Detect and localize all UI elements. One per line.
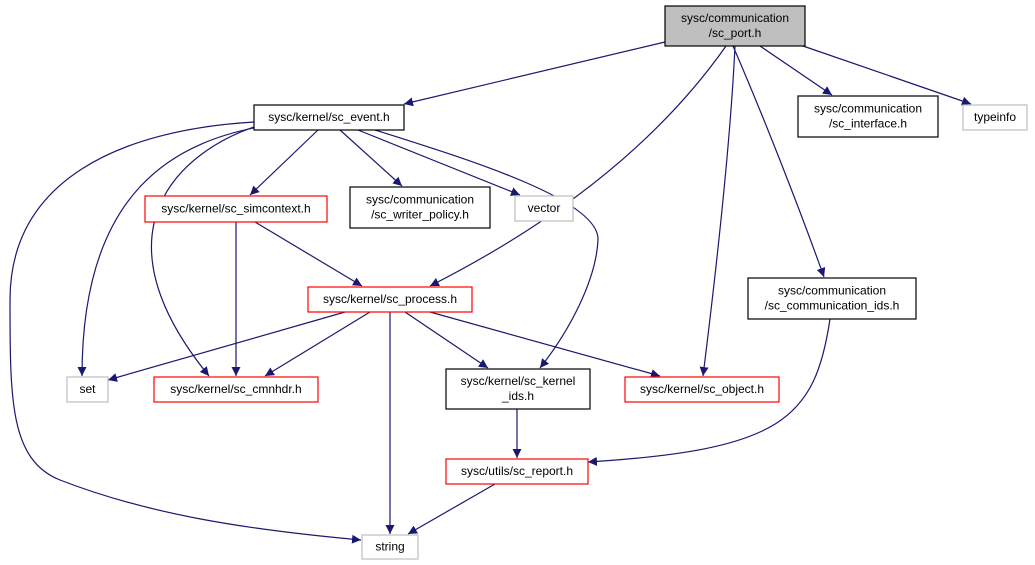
node-sc_writer_policy[interactable]: sysc/communication/sc_writer_policy.h (349, 186, 491, 229)
node-box-sc_report (445, 458, 589, 485)
edge-sc_process-to-set (107, 311, 346, 382)
nodes-layer: sysc/communication/sc_port.h sysc/kernel/… (66, 5, 1028, 560)
node-box-typeinfo (962, 104, 1028, 131)
node-label-sc_kernel_ids-1: _ids.h (501, 389, 534, 403)
edge-sc_simcontext-to-sc_process (254, 221, 363, 287)
node-box-vector (514, 195, 574, 222)
node-label-string-0: string (375, 540, 404, 554)
node-label-typeinfo-0: typeinfo (974, 110, 1016, 124)
node-box-sc_simcontext (144, 195, 328, 223)
node-label-sc_cmnhdr-0: sysc/kernel/sc_cmnhdr.h (170, 382, 301, 396)
node-sc_event[interactable]: sysc/kernel/sc_event.h (253, 104, 405, 131)
node-label-sc_writer_policy-0: sysc/communication (366, 193, 474, 207)
edge-sc_event-to-string (9, 121, 362, 544)
node-typeinfo[interactable]: typeinfo (962, 104, 1028, 131)
node-sc_object[interactable]: sysc/kernel/sc_object.h (624, 376, 780, 403)
node-box-sc_kernel_ids (445, 368, 591, 410)
node-box-sc_process (307, 286, 473, 313)
edge-sc_process-to-sc_cmnhdr (264, 311, 371, 377)
edge-sc_port-to-typeinfo (802, 45, 972, 106)
edge-sc_report-to-string (407, 483, 496, 535)
node-label-sc_object-0: sysc/kernel/sc_object.h (640, 382, 764, 396)
edge-sc_event-to-sc_writer_policy (339, 129, 403, 187)
node-label-sc_communication_ids-1: /sc_communication_ids.h (765, 299, 900, 313)
node-sc_interface[interactable]: sysc/communication/sc_interface.h (797, 95, 939, 138)
edge-sc_process-to-sc_kernel_ids (404, 311, 489, 369)
node-set[interactable]: set (66, 376, 109, 403)
node-label-sc_port-1: /sc_port.h (709, 26, 762, 40)
node-sc_report[interactable]: sysc/utils/sc_report.h (445, 458, 589, 485)
node-label-set-0: set (79, 382, 96, 396)
edge-sc_event-to-set (77, 124, 271, 377)
node-sc_kernel_ids[interactable]: sysc/kernel/sc_kernel_ids.h (445, 368, 591, 410)
edge-sc_event-to-sc_simcontext (249, 129, 319, 196)
node-box-sc_interface (797, 95, 939, 138)
node-sc_process[interactable]: sysc/kernel/sc_process.h (307, 286, 473, 313)
node-label-sc_process-0: sysc/kernel/sc_process.h (323, 292, 457, 306)
node-label-sc_interface-1: /sc_interface.h (829, 117, 907, 131)
edge-sc_event-to-sc_kernel_ids (374, 129, 599, 369)
node-box-sc_object (624, 376, 780, 403)
edge-sc_communication_ids-to-sc_report (587, 318, 831, 466)
node-label-sc_simcontext-0: sysc/kernel/sc_simcontext.h (161, 202, 310, 216)
edges-layer (9, 41, 972, 544)
node-label-sc_communication_ids-0: sysc/communication (778, 284, 886, 298)
node-box-sc_port (664, 5, 806, 47)
node-label-sc_event-0: sysc/kernel/sc_event.h (268, 110, 389, 124)
node-box-set (66, 376, 109, 403)
node-label-sc_report-0: sysc/utils/sc_report.h (461, 464, 573, 478)
node-string[interactable]: string (361, 534, 419, 560)
edge-sc_port-to-sc_event (403, 41, 666, 107)
node-box-sc_cmnhdr (153, 376, 319, 403)
node-vector[interactable]: vector (514, 195, 574, 222)
node-label-sc_writer_policy-1: /sc_writer_policy.h (371, 208, 469, 222)
edge-sc_port-to-sc_interface (759, 45, 833, 96)
edge-sc_process-to-sc_object (429, 311, 661, 378)
node-sc_communication_ids[interactable]: sysc/communication/sc_communication_ids.… (747, 277, 917, 320)
edge-sc_port-to-sc_communication_ids (732, 45, 826, 278)
edge-sc_event-to-vector (357, 129, 521, 196)
node-label-sc_port-0: sysc/communication (681, 11, 789, 25)
node-box-sc_event (253, 104, 405, 131)
node-box-sc_writer_policy (349, 186, 491, 229)
node-sc_port: sysc/communication/sc_port.h (664, 5, 806, 47)
node-label-vector-0: vector (528, 201, 561, 215)
node-box-sc_communication_ids (747, 277, 917, 320)
node-box-string (361, 534, 419, 560)
node-label-sc_interface-0: sysc/communication (814, 102, 922, 116)
node-label-sc_kernel_ids-0: sysc/kernel/sc_kernel (461, 374, 576, 388)
node-sc_simcontext[interactable]: sysc/kernel/sc_simcontext.h (144, 195, 328, 223)
edge-sc_port-to-sc_object (699, 45, 736, 377)
edge-sc_port-to-sc_process (429, 45, 727, 287)
node-sc_cmnhdr[interactable]: sysc/kernel/sc_cmnhdr.h (153, 376, 319, 403)
